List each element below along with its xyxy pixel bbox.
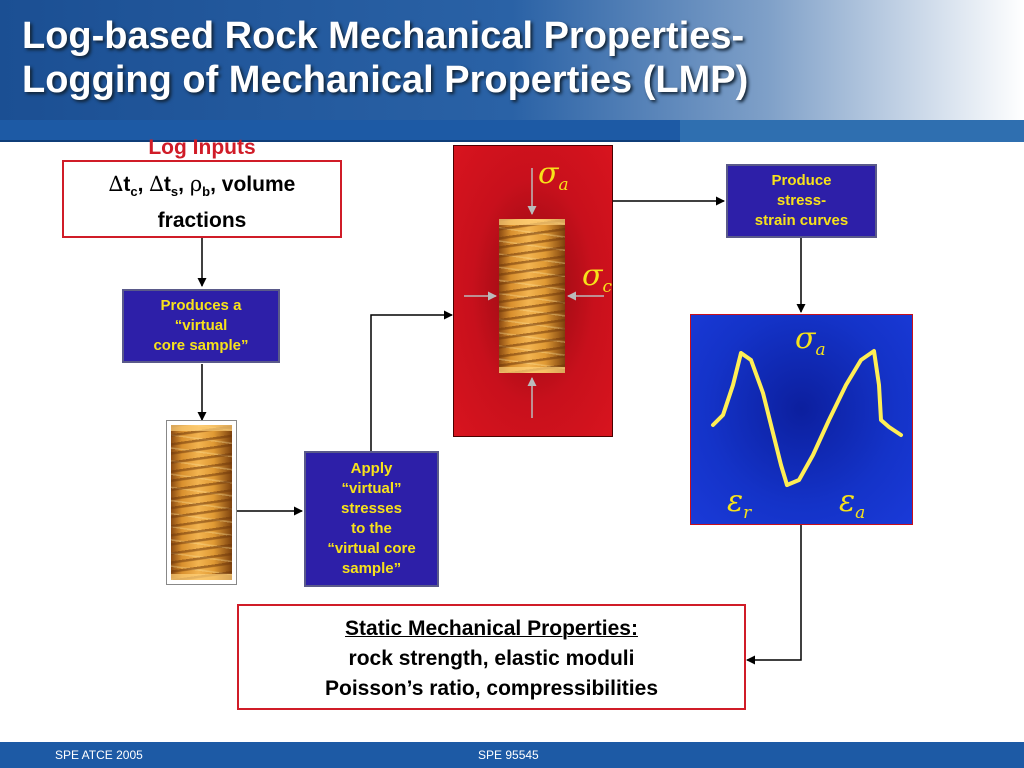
header-band-rule bbox=[0, 140, 680, 142]
delta-symbol: ∆ bbox=[108, 172, 124, 196]
log-inputs-line-1: ∆tc, ∆ts, ρb, volume bbox=[64, 170, 340, 206]
stress-strain-box: Produce stress- strain curves bbox=[726, 164, 877, 238]
epsilon-r-symbol: εr bbox=[727, 484, 752, 524]
sigma-a-symbol: σa bbox=[538, 156, 569, 195]
arrow-plot-to-static bbox=[746, 525, 802, 665]
static-heading: Static Mechanical Properties: bbox=[345, 617, 638, 640]
log-inputs-heading: Log Inputs bbox=[148, 136, 256, 159]
axial-strain-curve bbox=[785, 349, 903, 487]
produces-core-box: Produces a “virtual core sample” bbox=[122, 289, 280, 363]
stress-panel: σa σc bbox=[453, 145, 613, 437]
static-properties-box: Static Mechanical Properties: rock stren… bbox=[237, 604, 746, 710]
log-inputs-box: ∆tc, ∆ts, ρb, volume fractions bbox=[62, 160, 342, 238]
rho-symbol: ρ bbox=[189, 172, 203, 196]
title-line-2: Logging of Mechanical Properties (LMP) bbox=[22, 59, 749, 101]
t-symbol: t bbox=[163, 173, 171, 196]
core-sample-image bbox=[171, 425, 232, 580]
subscript-s: s bbox=[170, 184, 179, 200]
apply-line-3: stresses bbox=[341, 500, 402, 517]
arrow-apply-to-panel bbox=[370, 310, 453, 451]
subscript-b: b bbox=[202, 184, 211, 200]
header-band-right bbox=[680, 120, 1024, 142]
plot-sigma-a-symbol: σa bbox=[795, 321, 826, 360]
stress-strain-line-3: strain curves bbox=[754, 212, 849, 229]
stress-strain-line-1: Produce bbox=[771, 172, 832, 189]
apply-line-5: “virtual core bbox=[327, 540, 416, 557]
separator: , bbox=[137, 173, 150, 196]
log-inputs-line-2: fractions bbox=[157, 209, 247, 233]
apply-line-1: Apply bbox=[350, 460, 393, 477]
slide-header: Log-based Rock Mechanical Properties- Lo… bbox=[0, 0, 1024, 120]
static-line-3: Poisson’s ratio, compressibilities bbox=[325, 677, 658, 700]
t-symbol: t bbox=[123, 173, 131, 196]
stress-strain-plot: σa εr εa bbox=[690, 314, 913, 525]
core-sample-frame bbox=[166, 420, 237, 585]
delta-symbol: ∆ bbox=[149, 172, 164, 196]
footer-left-text: SPE ATCE 2005 bbox=[55, 748, 143, 762]
static-line-2: rock strength, elastic moduli bbox=[348, 647, 635, 670]
apply-line-2: “virtual” bbox=[341, 480, 402, 497]
slide-title: Log-based Rock Mechanical Properties- Lo… bbox=[22, 14, 748, 102]
apply-line-4: to the bbox=[351, 520, 392, 537]
stress-strain-curve-layer bbox=[711, 349, 903, 487]
header-band bbox=[0, 120, 680, 142]
apply-stresses-box: Apply “virtual” stresses to the “virtual… bbox=[304, 451, 439, 587]
produces-line-2: “virtual bbox=[174, 317, 228, 334]
stress-strain-line-2: stress- bbox=[776, 192, 827, 209]
produces-line-1: Produces a bbox=[160, 297, 242, 314]
subscript-c: c bbox=[130, 184, 138, 200]
stressed-core-image bbox=[499, 219, 565, 373]
slide-footer: SPE ATCE 2005 SPE 95545 bbox=[0, 742, 1024, 768]
stress-arrows bbox=[464, 168, 604, 418]
sigma-c-symbol: σc bbox=[582, 258, 613, 297]
apply-line-6: sample” bbox=[341, 560, 402, 577]
separator: , bbox=[178, 173, 190, 196]
footer-right-text: SPE 95545 bbox=[478, 748, 539, 762]
volume-text: , volume bbox=[210, 173, 296, 196]
produces-line-3: core sample” bbox=[153, 337, 249, 354]
title-line-1: Log-based Rock Mechanical Properties- bbox=[22, 15, 745, 57]
epsilon-a-symbol: εa bbox=[839, 484, 866, 524]
radial-strain-curve bbox=[711, 351, 789, 487]
